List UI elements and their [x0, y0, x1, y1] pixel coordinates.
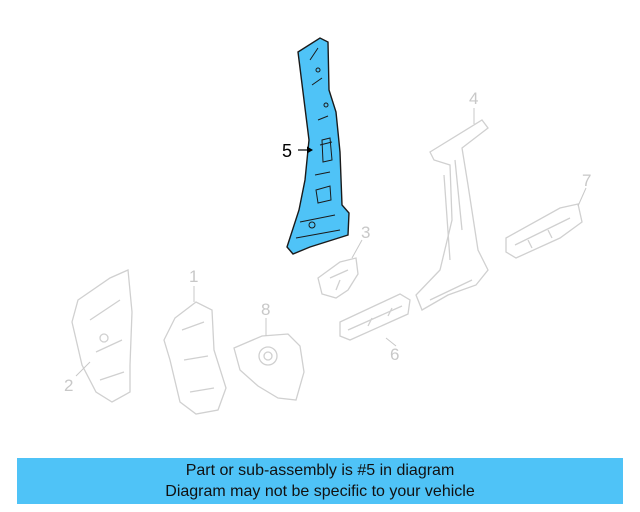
part-1-hinge-pillar[interactable]: [163, 301, 227, 415]
callout-1: 1: [189, 267, 198, 286]
info-banner: Part or sub-assembly is #5 in diagram Di…: [17, 458, 623, 504]
callout-6: 6: [390, 345, 399, 364]
part-5-center-pillar[interactable]: [286, 37, 350, 255]
part-4-outer-pillar[interactable]: [415, 119, 489, 311]
callout-3: 3: [361, 223, 370, 242]
callout-7: 7: [582, 171, 591, 190]
part-3-bracket[interactable]: [317, 257, 359, 299]
part-6-rocker[interactable]: [339, 293, 411, 341]
part-8-plate[interactable]: [233, 333, 305, 401]
callout-4: 4: [469, 89, 478, 108]
leader-arrow-5: [307, 146, 313, 154]
callout-5: 5: [282, 141, 292, 161]
parts-diagram: 1 2 3 4 5 6 7 8: [64, 37, 591, 415]
callout-2: 2: [64, 376, 73, 395]
callout-8: 8: [261, 300, 270, 319]
banner-line-2: Diagram may not be specific to your vehi…: [165, 483, 475, 500]
part-7-rail[interactable]: [505, 203, 583, 259]
part-2-front-panel[interactable]: [71, 269, 133, 403]
leader-lines: [75, 108, 587, 377]
banner-line-1: Part or sub-assembly is #5 in diagram: [185, 462, 455, 479]
